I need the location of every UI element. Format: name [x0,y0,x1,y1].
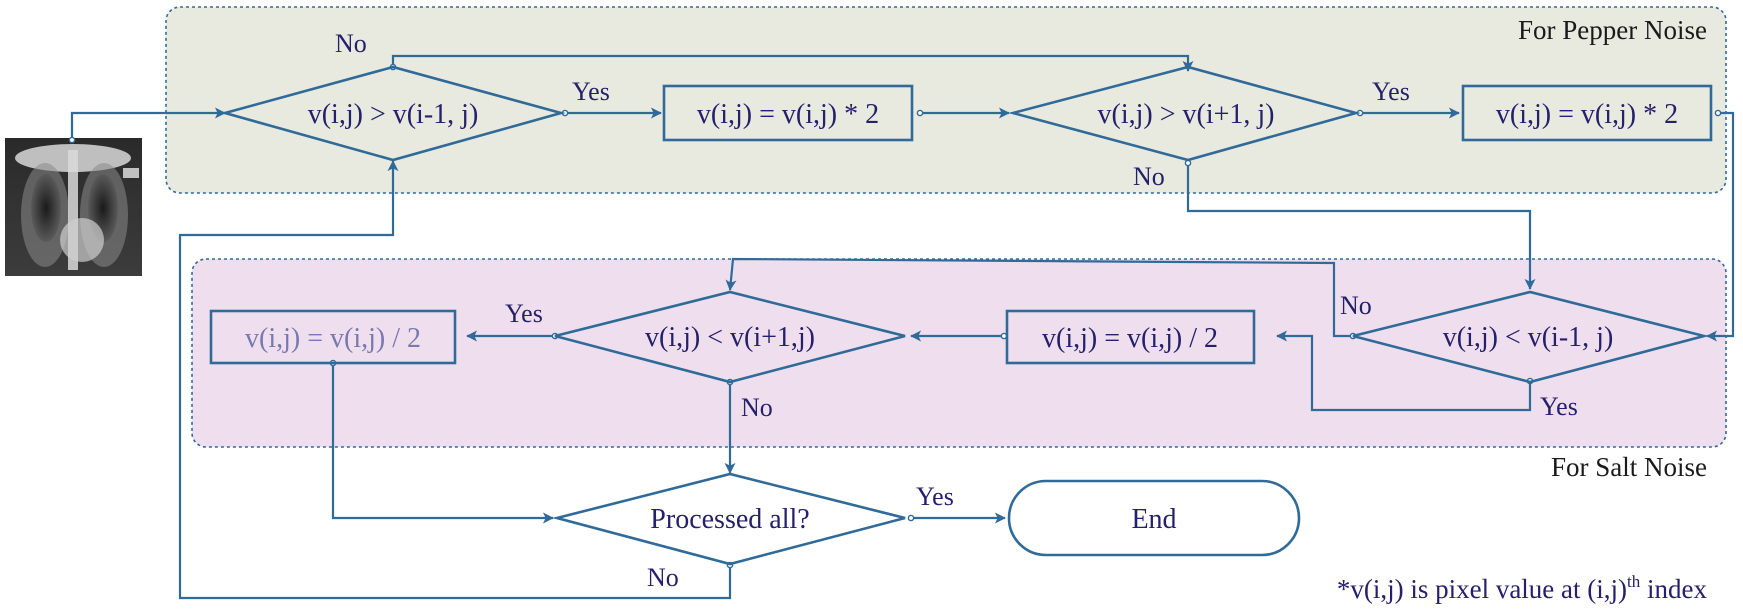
pepper-noise-label: For Pepper Noise [1518,15,1707,45]
decision-d1: v(i,j) > v(i-1, j) [220,65,566,162]
salt-noise-region [191,258,1727,448]
chest-xray-image [5,138,142,276]
decision-d3-text: v(i,j) < v(i-1, j) [1443,322,1614,353]
edge-p2-to-d3 [1706,111,1735,342]
edge-p4-to-d5 [331,363,554,524]
edge-d2-no [1186,163,1536,290]
edge-d3-no [725,257,1353,338]
label-d2-no: No [1133,162,1165,191]
label-d4-yes: Yes [505,299,543,328]
edge-labels: No Yes Yes No No Yes Yes No Yes No [335,29,1578,592]
footnote-sup: th [1627,572,1641,591]
pepper-noise-region [165,6,1727,194]
terminal-end: End [1007,479,1301,557]
label-d2-yes: Yes [1372,77,1410,106]
label-d3-yes: Yes [1540,392,1578,421]
process-p2-text: v(i,j) = v(i,j) * 2 [1496,99,1678,130]
decision-d4-text: v(i,j) < v(i+1,j) [645,322,815,353]
edge-d1-no [391,54,1194,72]
footnote: *v(i,j) is pixel value at (i,j)th index [1337,572,1708,604]
label-d3-no: No [1340,291,1372,320]
decision-d1-text: v(i,j) > v(i-1, j) [308,99,479,130]
process-p1: v(i,j) = v(i,j) * 2 [662,84,914,142]
terminal-end-text: End [1131,504,1176,535]
label-d5-no: No [647,563,679,592]
decision-d5: Processed all? [551,472,906,566]
edges [70,54,1735,600]
label-d1-no: No [335,29,367,58]
process-p4: v(i,j) = v(i,j) / 2 [209,309,457,365]
process-p1-text: v(i,j) = v(i,j) * 2 [697,99,879,130]
edge-d3-yes [1276,330,1532,412]
decision-d4: v(i,j) < v(i+1,j) [554,290,906,384]
salt-noise-label: For Salt Noise [1551,452,1707,482]
decision-d2: v(i,j) > v(i+1, j) [1007,65,1361,162]
decision-d3: v(i,j) < v(i-1, j) [1352,290,1710,384]
edge-d5-no [178,160,732,600]
edge-image-to-d1 [70,107,226,140]
process-p2: v(i,j) = v(i,j) * 2 [1461,84,1713,142]
label-d1-yes: Yes [572,77,610,106]
footnote-main: *v(i,j) is pixel value at (i,j) [1337,574,1627,604]
decision-d5-text: Processed all? [650,504,809,535]
process-p3: v(i,j) = v(i,j) / 2 [1005,309,1256,365]
process-p4-text: v(i,j) = v(i,j) / 2 [245,323,421,354]
process-p3-text: v(i,j) = v(i,j) / 2 [1042,323,1218,354]
label-d5-yes: Yes [916,482,954,511]
decision-d2-text: v(i,j) > v(i+1, j) [1098,99,1275,130]
footnote-tail: index [1640,574,1707,604]
label-d4-no: No [741,393,773,422]
